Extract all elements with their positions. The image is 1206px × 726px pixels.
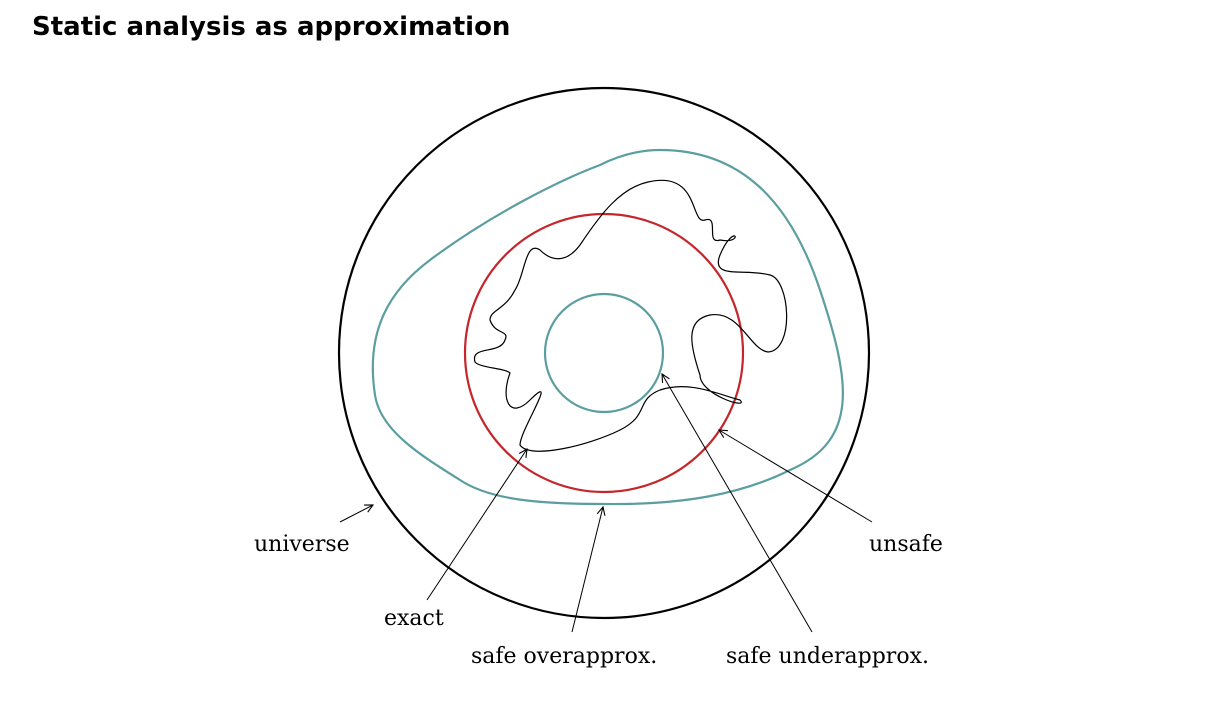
universe-circle <box>337 86 871 620</box>
overapprox-arrow <box>571 507 603 633</box>
page-title: Static analysis as approximation <box>32 12 511 42</box>
safe-overapprox-region <box>371 148 844 506</box>
unsafe-circle <box>463 212 745 494</box>
label-safe-underapprox: safe underapprox. <box>726 644 929 669</box>
label-exact: exact <box>384 606 444 631</box>
exact-region <box>473 179 788 452</box>
underapprox-arrow <box>662 374 813 633</box>
universe-arrow <box>339 505 373 523</box>
safe-underapprox-circle <box>543 292 665 414</box>
label-safe-overapprox: safe overapprox. <box>471 644 657 669</box>
exact-arrow <box>426 449 527 601</box>
label-unsafe: unsafe <box>869 532 943 557</box>
unsafe-arrow <box>719 430 873 523</box>
label-universe: universe <box>254 532 350 557</box>
